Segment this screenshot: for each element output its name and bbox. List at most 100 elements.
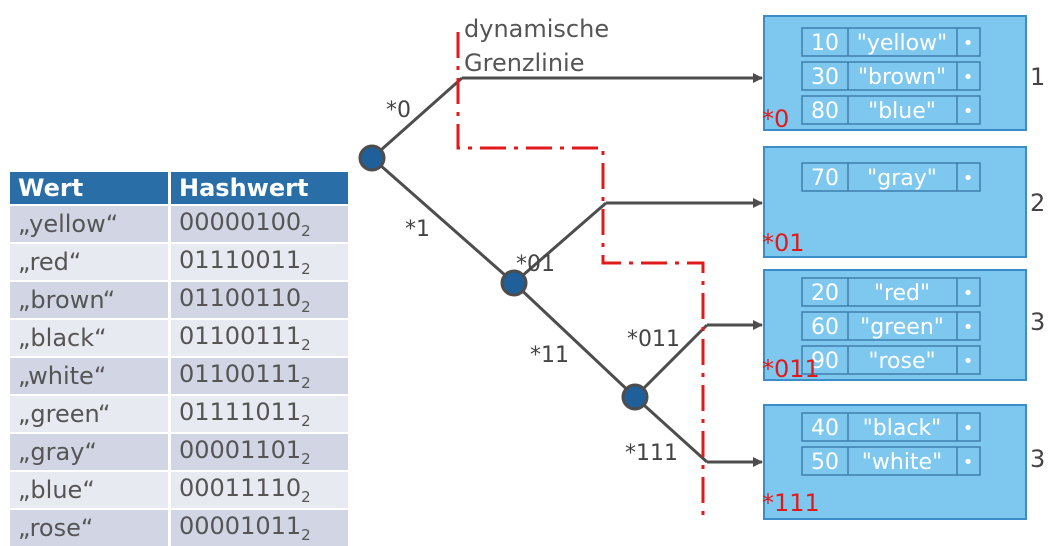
entry-value: "green" [860,315,944,340]
hash-base: 2 [301,259,311,278]
entry-box [801,277,981,307]
edge-label-1: *1 [405,217,430,242]
edge-01 [513,201,607,285]
edge-labels: *0 *1 *01 *11 *011 *111 [386,98,680,466]
entry-pointer-icon: • [963,418,974,439]
bucket-box [763,269,1027,381]
table-row: „blue“000111102 [10,470,351,509]
edge-label-01: *01 [516,252,555,277]
bucket-box [763,146,1027,258]
hash-base: 2 [301,487,311,506]
entry-box [801,412,981,442]
tree-node-1 [500,269,528,297]
tree-node-11 [621,383,649,411]
hash-cell: 011001102 [169,280,351,319]
bucket-local-depth: 3 [1030,445,1045,473]
value-cell: „white“ [10,356,171,395]
boundary-caption-line1: dynamische [464,15,609,43]
tree-edges [371,76,709,464]
table-row: „white“011001112 [10,356,351,395]
entry-key: 60 [811,315,839,340]
entry-box [801,345,981,375]
edge-label-011: *011 [627,327,680,352]
entry-pointer-icon: • [963,283,974,304]
hash-value: 01111011 [179,398,302,427]
header-hashwert: Hashwert [169,172,351,205]
table-row: „gray“000011012 [10,432,351,471]
tree-node-root [358,144,386,172]
header-wert: Wert [10,172,171,205]
entry-box [801,95,981,125]
entry-pointer-icon: • [963,67,974,88]
value-cell: „black“ [10,318,171,357]
value-cell: „blue“ [10,470,171,509]
hash-base: 2 [301,373,311,392]
bucket-local-depth: 2 [1030,189,1045,217]
entry-box [801,446,981,476]
bucket: 10"yellow"•30"brown"•80"blue"•*01 [762,15,1045,133]
table-row: „red“011100112 [10,242,351,281]
hash-value: 01100111 [179,322,302,351]
hash-cell: 000011012 [169,432,351,471]
entry-value: "brown" [858,65,946,90]
table-row: „black“011001112 [10,318,351,357]
table-header-row: Wert Hashwert [10,172,351,205]
bucket-label: *111 [762,489,820,517]
value-cell: „yellow“ [10,204,171,243]
entry-key: 70 [811,166,839,191]
entry-pointer-icon: • [963,317,974,338]
hash-value: 00011110 [179,474,302,503]
value-cell: „red“ [10,242,171,281]
entry-value: "yellow" [857,31,947,56]
bucket-label: *011 [762,355,820,383]
hash-base: 2 [301,297,311,316]
table-row: „yellow“000001002 [10,204,351,243]
edge-label-0: *0 [386,98,411,123]
edge-11 [512,281,637,399]
value-cell: „brown“ [10,280,171,319]
hash-base: 2 [301,411,311,430]
hash-cell: 011001112 [169,356,351,395]
table-row: „brown“011001102 [10,280,351,319]
hash-cell: 011001112 [169,318,351,357]
table-row: „green“011110112 [10,394,351,433]
bucket-local-depth: 1 [1030,63,1045,91]
hash-value: 00001101 [179,436,302,465]
boundary-caption-line2: Grenzlinie [464,49,585,77]
entry-pointer-icon: • [963,351,974,372]
bucket-local-depth: 3 [1030,308,1045,336]
bucket-box [763,15,1027,131]
hash-cell: 000111102 [169,470,351,509]
hash-value: 00001011 [179,512,302,541]
hash-value: 01100110 [179,284,302,313]
bucket-label: *01 [762,229,805,257]
bucket: 70 "gray" • *01 2 [762,146,1045,258]
hash-cell: 000001002 [169,204,351,243]
hash-value: 01100111 [179,360,302,389]
entry-key: 50 [811,450,839,475]
entry-pointer-icon: • [963,168,974,189]
entry-value: "red" [874,281,930,306]
entry-value: "rose" [868,349,935,374]
bucket-arrows [462,73,763,467]
hash-base: 2 [301,525,311,544]
bucket-box [763,404,1027,520]
hash-base: 2 [301,449,311,468]
value-cell: „gray“ [10,432,171,471]
entry-value: "white" [862,450,942,475]
hash-base: 2 [301,335,311,354]
dynamic-boundary [456,32,705,520]
bucket-label: *0 [762,105,789,133]
entry-key: 80 [811,99,839,124]
edge-011 [633,323,709,399]
hash-cell: 011100112 [169,242,351,281]
entry-box [801,162,981,192]
edge-0 [371,76,463,160]
entry-key: 40 [811,416,839,441]
buckets: 10"yellow"•30"brown"•80"blue"•*0170"gray… [762,15,1045,520]
entry-key: 30 [811,65,839,90]
edge-1 [371,156,515,285]
entry-value: "gray" [867,166,937,191]
